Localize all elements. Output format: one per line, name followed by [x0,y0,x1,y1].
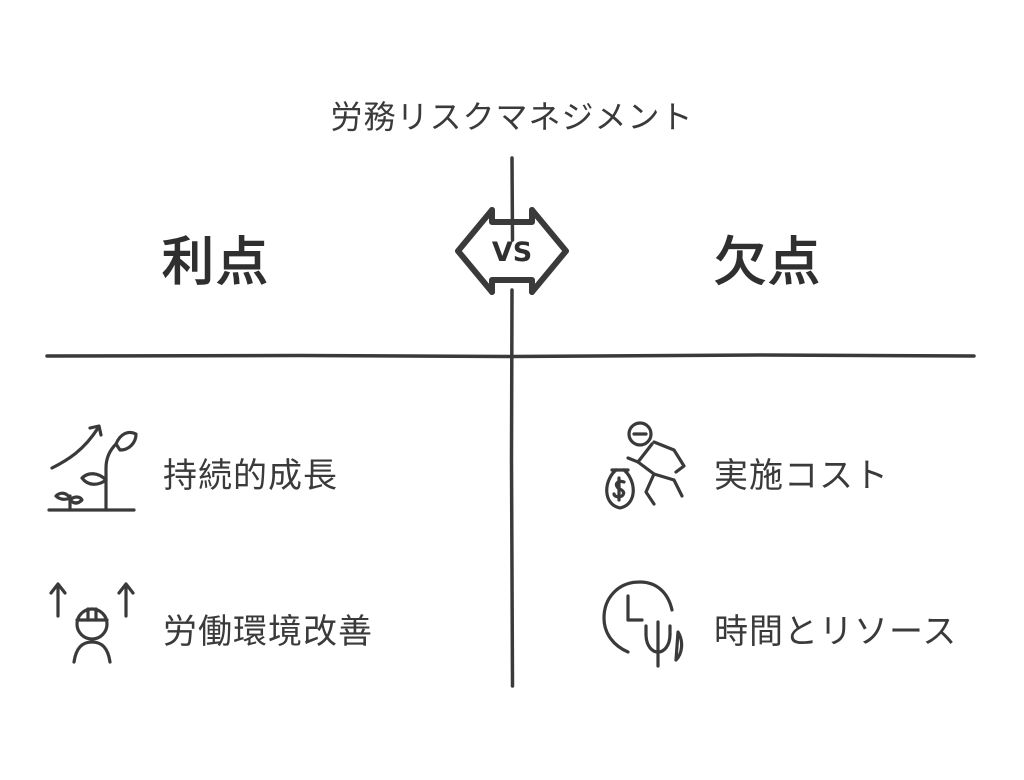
vertical-divider [509,156,515,688]
disadvantage-item-label: 実施コスト [714,456,889,496]
disadvantage-item-label: 時間とリソース [714,612,958,652]
clock-tree-icon [602,580,684,668]
vs-label: VS [492,237,532,268]
growth-plant-icon [47,424,138,512]
advantages-heading: 利点 [162,233,271,293]
advantage-item-label: 持続的成長 [163,456,338,496]
vs-badge-icon: VS [455,207,569,295]
disadvantages-heading: 欠点 [714,233,823,293]
horizontal-divider [45,353,976,359]
advantage-item-label: 労働環境改善 [163,612,373,652]
diagram-title: 労務リスクマネジメント [330,98,694,136]
worker-arrows-icon [49,582,135,664]
money-bag-running-icon [605,421,686,510]
